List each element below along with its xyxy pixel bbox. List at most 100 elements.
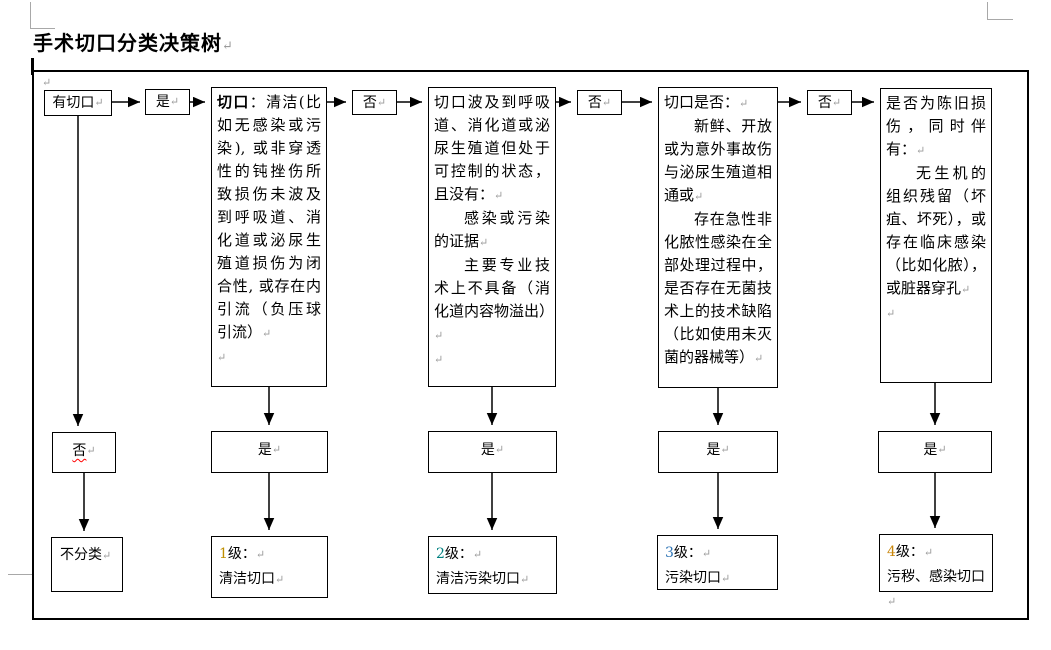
no-connector-box-3[interactable]: 否↵ (807, 90, 852, 115)
result-name: 清洁切口 (219, 571, 275, 587)
empty-paragraph: ↵ (886, 301, 986, 325)
level-number: 2 (436, 546, 445, 562)
return-mark: ↵ (831, 95, 842, 109)
return-mark: ↵ (94, 96, 104, 109)
return-mark: ↵ (262, 327, 272, 340)
flowchart-frame[interactable] (32, 70, 1029, 620)
decision-box-4[interactable]: 是否为陈旧损伤，同时伴有：↵ 无生机的组织残留（坏疽、坏死），或存在临床感染（比… (880, 88, 992, 383)
return-mark: ↵ (701, 547, 712, 560)
level-number: 4 (887, 544, 896, 560)
result-box-level4[interactable]: 4级：↵ 污秽、感染切口↵ (879, 534, 993, 608)
decision-box-3[interactable]: 切口是否：↵ 新鲜、开放或为意外事故伤与泌尿生殖道相通或↵ 存在急性非化脓性感染… (658, 87, 778, 388)
return-mark: ↵ (222, 39, 233, 54)
level-word: 级： (673, 545, 702, 561)
decision-2-text: 感染或污染的证据 (434, 209, 550, 250)
return-mark: ↵ (169, 95, 180, 108)
no-connector-label: 否 (817, 94, 832, 111)
decision-3-text: 切口是否： (664, 93, 740, 111)
decision-1-text: ：清洁(比如无感染或污染), 或非穿透性的钝挫伤所致损伤未波及到呼吸道、消化道或… (217, 93, 321, 341)
margin-mark-top-right-icon (987, 2, 1013, 20)
yes-box-1[interactable]: 是↵ (211, 431, 328, 473)
no-connector-box-1[interactable]: 否↵ (352, 90, 397, 115)
margin-mark-top-left-icon (30, 2, 55, 29)
page-title: 手术切口分类决策树↵ (33, 27, 233, 56)
return-mark: ↵ (255, 548, 266, 561)
no-connector-label: 否 (362, 94, 377, 111)
yes-box-3[interactable]: 是↵ (658, 431, 778, 473)
yes-connector-box[interactable]: 是↵ (145, 89, 190, 115)
return-mark: ↵ (217, 351, 227, 364)
return-mark: ↵ (479, 236, 489, 249)
yes-label: 是 (480, 442, 495, 458)
decision-box-1[interactable]: 切口：清洁(比如无感染或污染), 或非穿透性的钝挫伤所致损伤未波及到呼吸道、消化… (211, 87, 327, 387)
decision-4-paragraph: 无生机的组织残留（坏疽、坏死），或存在临床感染（比如化脓），或脏器穿孔↵ (886, 162, 986, 301)
decision-2-text: 主要专业技术上不具备（消化道内容物溢出） (434, 256, 555, 320)
return-mark: ↵ (937, 443, 947, 456)
level-number: 1 (219, 546, 228, 562)
margin-mark-bottom-left-icon (8, 574, 33, 597)
result-name-line: 污染切口↵ (665, 566, 770, 591)
no-connector-box-2[interactable]: 否↵ (577, 90, 622, 115)
result-box-level3[interactable]: 3级：↵ 污染切口↵ (657, 535, 778, 590)
yes-box-4[interactable]: 是↵ (878, 431, 992, 473)
decision-4-paragraph: 是否为陈旧损伤，同时伴有：↵ (886, 92, 986, 162)
return-mark: ↵ (472, 548, 483, 561)
result-name: 污染切口 (665, 570, 721, 586)
start-label: 有切口 (52, 95, 95, 111)
text-cursor (31, 58, 34, 75)
result-name-line: 清洁污染切口↵ (436, 567, 549, 592)
level-number: 3 (665, 545, 674, 561)
return-mark: ↵ (916, 144, 926, 157)
return-mark: ↵ (961, 283, 971, 296)
page-title-text: 手术切口分类决策树 (33, 31, 222, 55)
result-level-line: 3级：↵ (665, 541, 770, 566)
decision-4-text: 无生机的组织残留（坏疽、坏死），或存在临床感染（比如化脓），或脏器穿孔 (886, 164, 986, 297)
return-mark: ↵ (694, 190, 704, 203)
result-box-level2[interactable]: 2级：↵ 清洁污染切口↵ (428, 536, 557, 594)
no-branch-box[interactable]: 否↵ (52, 432, 116, 473)
return-mark: ↵ (434, 353, 444, 366)
decision-3-paragraph: 存在急性非化脓性感染在全部处理过程中，是否存在无菌技术上的技术缺陷（比如使用未灭… (664, 208, 772, 370)
no-connector-label: 否 (587, 94, 602, 111)
result-level-line: 1级：↵ (219, 542, 320, 567)
yes-label: 是 (706, 442, 721, 458)
result-name: 污秽、感染切口 (887, 569, 985, 585)
return-mark: ↵ (494, 189, 504, 202)
return-mark: ↵ (923, 546, 934, 559)
result-box-level1[interactable]: 1级：↵ 清洁切口↵ (211, 536, 328, 598)
decision-3-paragraph: 切口是否：↵ (664, 91, 772, 115)
decision-4-text: 是否为陈旧损伤，同时伴有： (886, 94, 986, 158)
return-mark: ↵ (754, 352, 764, 365)
empty-paragraph: ↵ (434, 347, 550, 371)
return-mark: ↵ (520, 573, 530, 586)
yes-label: 是 (257, 442, 272, 458)
decision-box-2[interactable]: 切口波及到呼吸道、消化道或泌尿生殖道但处于可控制的状态，且没有：↵ 感染或污染的… (428, 87, 556, 387)
decision-3-text: 新鲜、开放或为意外事故伤与泌尿生殖道相通或 (664, 117, 772, 204)
yes-box-2[interactable]: 是↵ (428, 431, 557, 473)
empty-paragraph: ↵ (217, 345, 321, 369)
return-mark: ↵ (271, 443, 282, 456)
return-mark: ↵ (720, 443, 730, 456)
return-mark: ↵ (601, 95, 612, 109)
return-mark: ↵ (739, 97, 749, 110)
decision-2-paragraph: 感染或污染的证据↵ (434, 207, 550, 254)
decision-2-paragraph: 切口波及到呼吸道、消化道或泌尿生殖道但处于可控制的状态，且没有：↵ (434, 91, 550, 207)
decision-1-paragraph: 切口：清洁(比如无感染或污染), 或非穿透性的钝挫伤所致损伤未波及到呼吸道、消化… (217, 91, 321, 345)
return-mark: ↵ (102, 549, 112, 562)
decision-3-text: 存在急性非化脓性感染在全部处理过程中，是否存在无菌技术上的技术缺陷（比如使用未灭… (664, 210, 772, 366)
level-word: 级： (227, 546, 256, 562)
start-box[interactable]: 有切口↵ (44, 90, 112, 116)
return-mark: ↵ (887, 595, 897, 608)
result-name-line: 清洁切口↵ (219, 567, 320, 592)
decision-2-paragraph: 主要专业技术上不具备（消化道内容物溢出） ↵ (434, 254, 554, 347)
return-mark: ↵ (376, 95, 387, 109)
level-word: 级： (895, 544, 924, 560)
return-mark: ↵ (721, 572, 731, 585)
yes-label: 是 (923, 442, 938, 458)
return-mark: ↵ (434, 329, 444, 342)
result-name-line: 污秽、感染切口 ↵ (887, 565, 985, 614)
decision-2-text: 切口波及到呼吸道、消化道或泌尿生殖道但处于可控制的状态，且没有： (434, 93, 550, 203)
result-box-unclassified[interactable]: 不分类↵ (51, 537, 123, 592)
result-level-line: 2级：↵ (436, 542, 549, 567)
